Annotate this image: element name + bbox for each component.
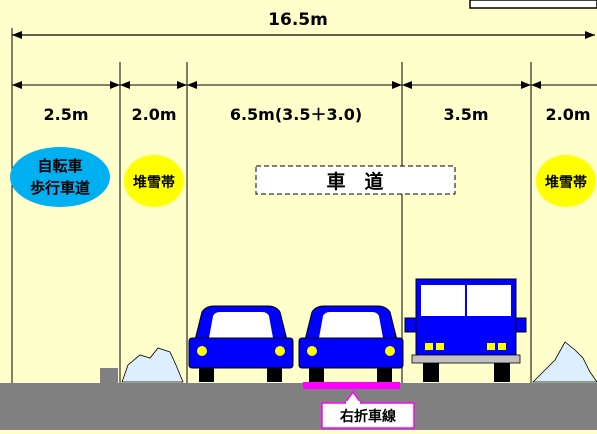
- right-turn-lane-callout: 右折車線: [321, 390, 415, 429]
- bike-path-label-line2: 歩行車道: [30, 179, 90, 197]
- wheel: [309, 368, 324, 382]
- headlight: [487, 343, 495, 350]
- headlight: [197, 346, 207, 356]
- width-label-snow-left: 2.0m: [131, 105, 176, 124]
- right-turn-lane-label: 右折車線: [339, 408, 396, 425]
- width-label-bike-path: 2.5m: [43, 105, 88, 124]
- snow-zone-bubble-left: 堆雪帯: [124, 155, 184, 207]
- wheel: [267, 368, 282, 382]
- width-label-center-lanes: 6.5m(3.5＋3.0): [230, 105, 362, 124]
- roadway-label: 車 道: [326, 170, 383, 193]
- wheel: [377, 368, 392, 382]
- headlight: [436, 343, 444, 350]
- right-turn-lane-marking: [303, 382, 400, 389]
- bike-path-label-line1: 自転車: [37, 157, 82, 175]
- roadway-label-box: 車 道: [255, 165, 456, 195]
- snow-pile-left: [121, 347, 184, 383]
- wheel: [494, 363, 510, 382]
- headlight: [385, 346, 395, 356]
- total-width-dimension: 16.5m: [12, 10, 595, 39]
- bike-path-bubble: 自転車 歩行車道: [10, 147, 110, 207]
- width-label-snow-right: 2.0m: [545, 105, 590, 124]
- snow-zone-label-left: 堆雪帯: [133, 174, 175, 191]
- corner-tab: [469, 0, 597, 9]
- passenger-car-right-turn: [298, 305, 404, 382]
- headlight: [275, 346, 285, 356]
- headlight: [425, 343, 433, 350]
- passenger-car-left: [188, 305, 294, 382]
- headlight: [498, 343, 506, 350]
- width-label-right-lane: 3.5m: [443, 105, 488, 124]
- road-surface: [0, 368, 597, 430]
- wheel: [199, 368, 214, 382]
- truck: [404, 278, 527, 382]
- snow-pile-right: [532, 341, 597, 383]
- total-width-label: 16.5m: [268, 10, 328, 30]
- snow-zone-bubble-right: 堆雪帯: [536, 155, 596, 207]
- snow-zone-label-right: 堆雪帯: [545, 174, 587, 191]
- headlight: [307, 346, 317, 356]
- wheel: [423, 363, 439, 382]
